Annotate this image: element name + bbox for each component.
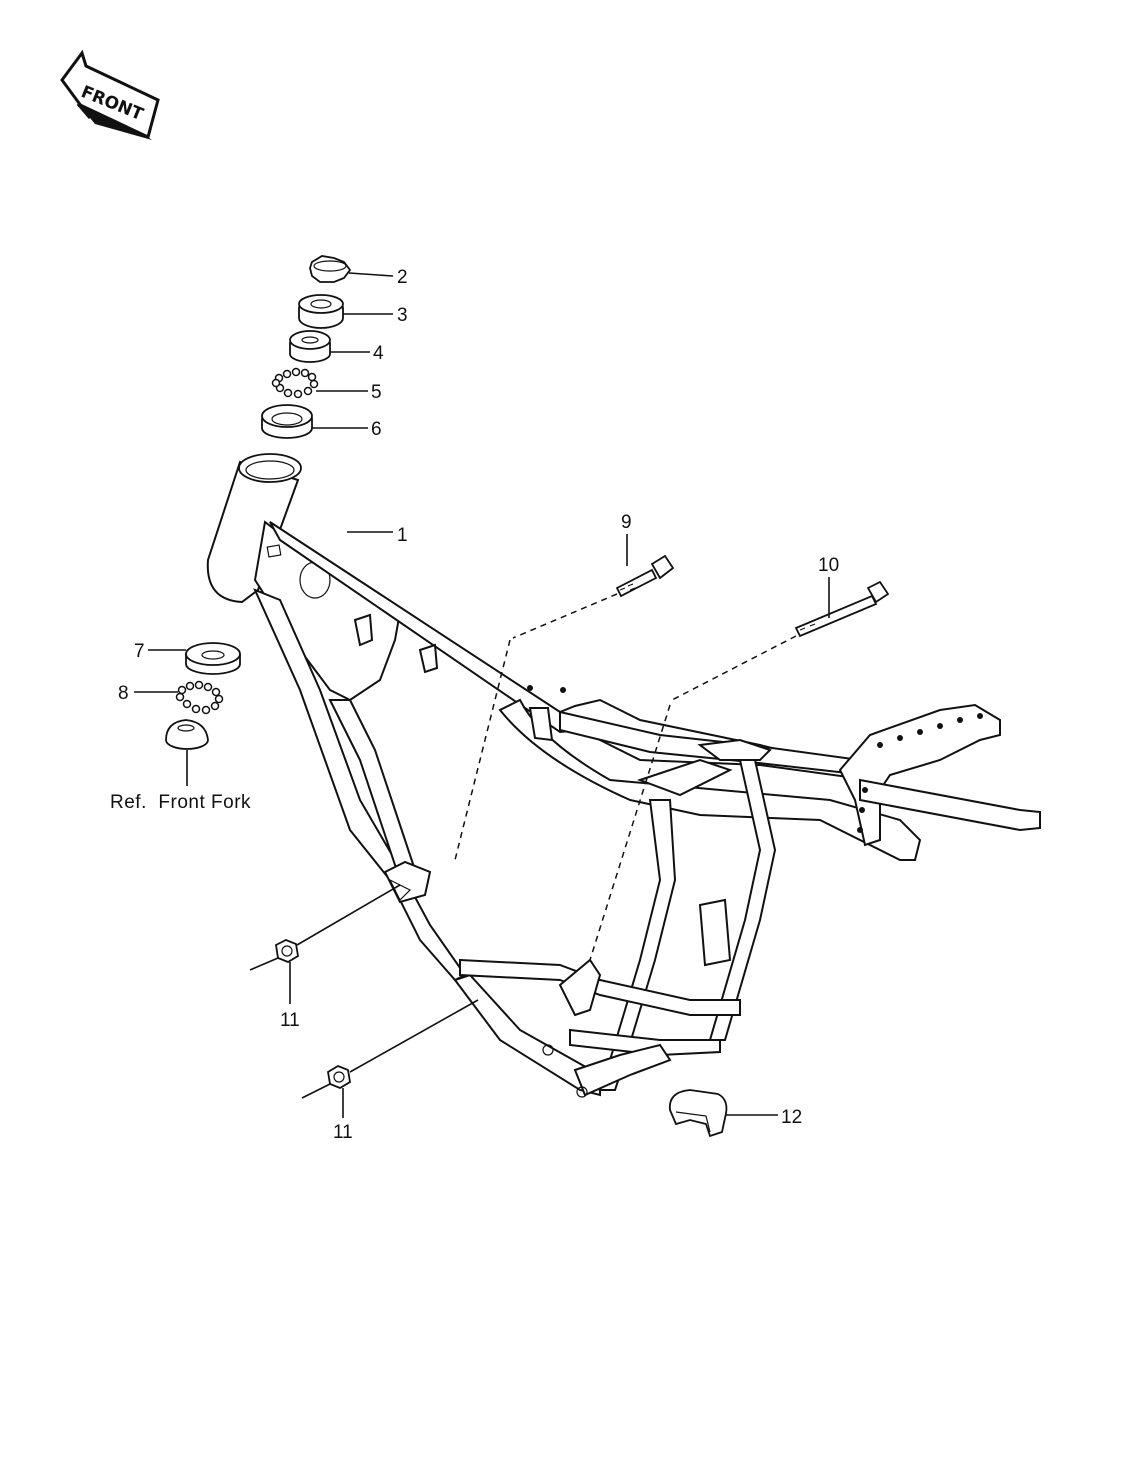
part-11-nut-lower [327, 1064, 351, 1090]
part-8-steel-balls [175, 680, 224, 715]
part-10-bolt [794, 580, 890, 638]
callout-2: 2 [397, 267, 408, 288]
callout-4: 4 [373, 343, 384, 364]
front-fork-cone-ref [165, 719, 209, 750]
leader-9-through [454, 639, 511, 861]
reference-front-fork: Ref. Front Fork [110, 792, 251, 813]
leader-11b-tail [301, 1083, 331, 1099]
callout-11-lower: 11 [333, 1122, 353, 1143]
part-5-steel-balls [271, 367, 319, 399]
callout-5: 5 [371, 382, 382, 403]
callout-3: 3 [397, 305, 408, 326]
leader-11b-diag [349, 999, 479, 1073]
front-direction-arrow-icon: FRONT [60, 49, 160, 140]
callout-1: 1 [397, 525, 408, 546]
part-9-bolt [615, 554, 675, 598]
leader-10-dash [671, 635, 797, 701]
leader-11a-tail [249, 957, 279, 971]
callout-7: 7 [134, 641, 145, 662]
callout-9: 9 [621, 512, 632, 533]
part-11-nut-upper [275, 939, 299, 964]
leader-11a-diag [296, 884, 401, 946]
callout-11-upper: 11 [280, 1010, 300, 1031]
part-1-frame [206, 453, 1041, 1098]
callout-6: 6 [371, 419, 382, 440]
part-6-outer-race [261, 404, 313, 439]
leader-10-through [589, 704, 671, 961]
callout-10: 10 [818, 555, 839, 576]
part-4-cone-race [289, 330, 331, 363]
callout-12: 12 [781, 1107, 802, 1128]
part-7-lower-race [185, 642, 241, 675]
part-12-clip [668, 1089, 728, 1138]
part-2-stem-nut [309, 255, 352, 283]
leader-2 [348, 272, 394, 277]
leader-9-dash [512, 593, 618, 639]
callout-8: 8 [118, 683, 129, 704]
part-3-collar [298, 294, 344, 329]
